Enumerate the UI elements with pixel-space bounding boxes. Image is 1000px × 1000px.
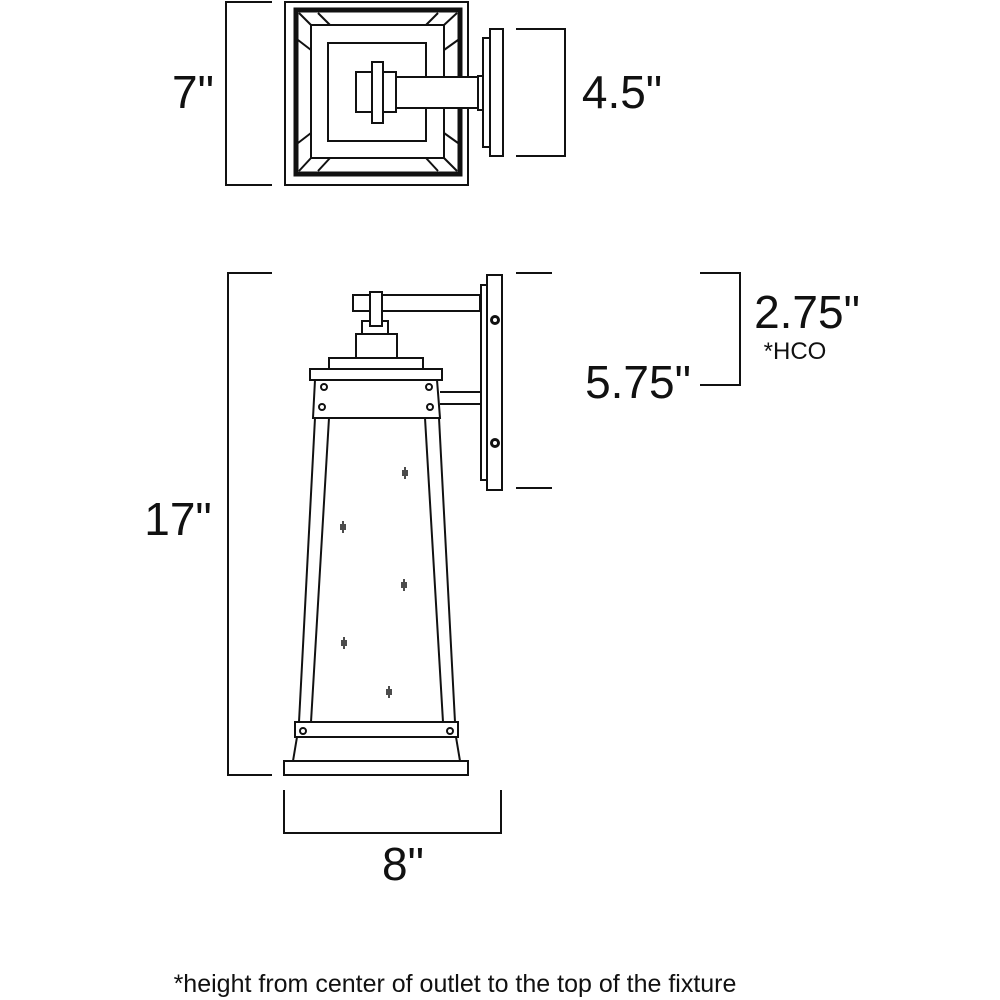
dim-top-backplate: 4.5" xyxy=(582,66,662,118)
dim-hco: 2.75" xyxy=(754,286,860,338)
top-dimension-lines xyxy=(225,1,566,186)
footnote: *height from center of outlet to the top… xyxy=(174,970,737,998)
dim-width: 8" xyxy=(382,838,424,890)
side-view-lantern xyxy=(283,274,503,776)
side-dimension-lines xyxy=(227,272,741,834)
dim-backplate-height: 5.75" xyxy=(585,356,691,408)
seeded-glass-bubbles xyxy=(340,467,408,698)
dim-top-depth: 7" xyxy=(172,66,214,118)
top-view xyxy=(284,1,504,186)
hco-label: *HCO xyxy=(764,338,827,365)
dim-height: 17" xyxy=(144,493,212,545)
